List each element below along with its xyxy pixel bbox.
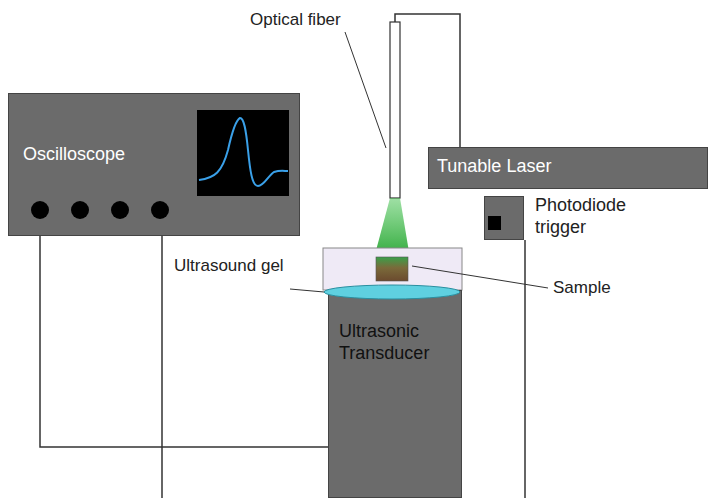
input-jack (31, 201, 49, 219)
box-label: Tunable Laser (437, 156, 697, 178)
leader-line (290, 289, 324, 292)
optical-fiber (390, 22, 400, 198)
ultrasound-gel (324, 285, 460, 299)
leader-line (345, 32, 386, 148)
fiber-cable (395, 14, 460, 147)
transducer-box: Ultrasonic Transducer (328, 290, 462, 498)
box-label: Photodiode trigger (535, 195, 645, 238)
box-label: Ultrasonic Transducer (339, 321, 455, 364)
input-jack (71, 201, 89, 219)
oscilloscope-screen (197, 110, 289, 196)
sample (376, 257, 408, 281)
leader-line (412, 266, 548, 288)
part-label: Sample (553, 278, 643, 298)
laser-box: Tunable Laser (428, 147, 708, 189)
box-label: Oscilloscope (23, 144, 193, 166)
trigger-wire (524, 240, 526, 498)
photodiode-box: Photodiode trigger (484, 196, 524, 240)
part-label: Ultrasound gel (174, 256, 284, 276)
oscilloscope-box: Oscilloscope (8, 93, 300, 236)
input-jack (111, 201, 129, 219)
signal-cable (40, 236, 328, 447)
signal-wire (161, 236, 163, 498)
sample-holder (323, 248, 462, 290)
waveform (199, 118, 288, 186)
part-label: Optical fiber (250, 10, 360, 30)
photodiode-sensor (488, 216, 501, 230)
input-jack (151, 201, 169, 219)
